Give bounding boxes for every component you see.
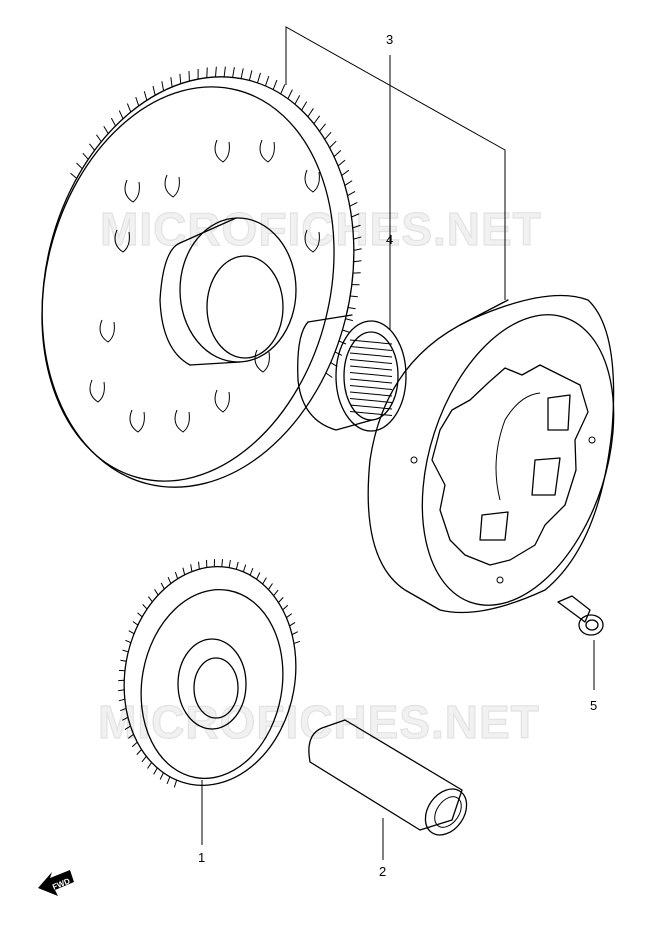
needle-bearing: [297, 314, 407, 432]
callout-part-3: 3: [386, 32, 393, 47]
callout-part-2: 2: [379, 864, 386, 879]
part-3-bracket: [285, 26, 506, 330]
fwd-arrow-icon: FWD: [38, 870, 74, 896]
callout-part-1: 1: [198, 850, 205, 865]
watermark-bottom: MICROFICHES.NET: [98, 696, 540, 748]
idle-gear: [118, 559, 300, 845]
starter-clutch-gear: [41, 66, 362, 488]
shaft: [308, 719, 468, 860]
watermark-top: MICROFICHES.NET: [100, 203, 542, 255]
callout-part-5: 5: [590, 698, 597, 713]
callout-part-4: 4: [386, 232, 393, 247]
one-way-clutch: [367, 294, 615, 614]
bolt: [557, 595, 604, 690]
